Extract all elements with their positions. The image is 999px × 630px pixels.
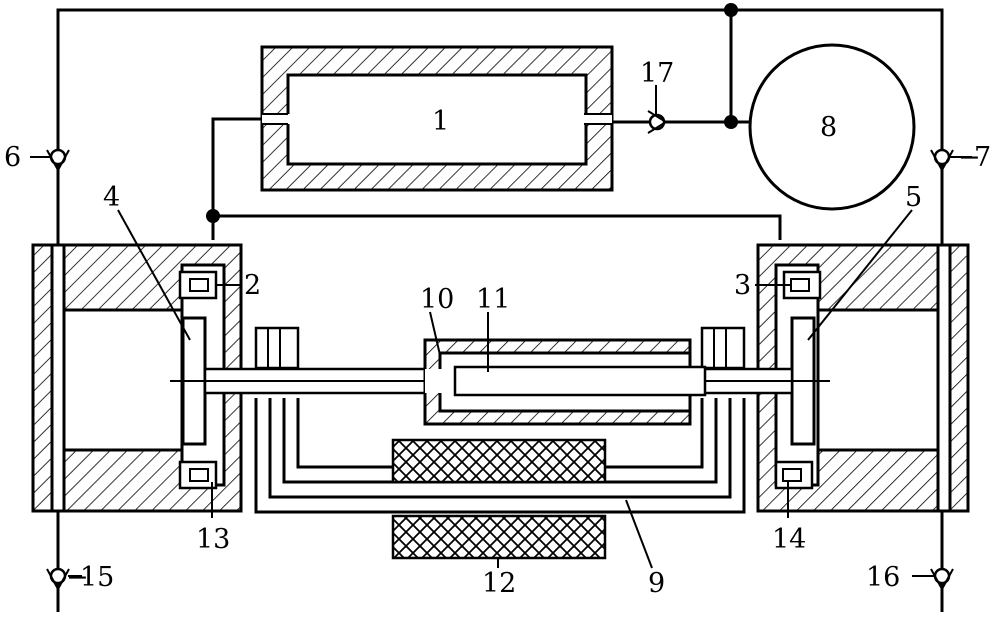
label-2: 2	[244, 270, 261, 301]
label-16: 16	[866, 562, 900, 593]
label-15-dash: −	[66, 562, 89, 593]
coil-12-bottom	[391, 514, 607, 560]
label-15: 15	[80, 562, 114, 593]
label-4: 4	[103, 182, 120, 213]
label-10: 10	[420, 284, 454, 315]
frame-9	[254, 326, 746, 514]
junction-dot	[724, 3, 738, 17]
label-17: 17	[640, 58, 674, 89]
label-3: 3	[734, 270, 751, 301]
label-8: 8	[820, 112, 837, 143]
valve-16	[930, 567, 954, 592]
plunger-11	[453, 365, 707, 397]
leader-lines	[30, 85, 972, 577]
junction-dot	[724, 115, 738, 129]
tank-1	[260, 45, 614, 192]
coil-12-top	[391, 438, 607, 484]
label-7: 7	[974, 142, 991, 173]
valve-17	[647, 110, 668, 134]
label-14: 14	[772, 524, 806, 555]
valve-7	[930, 148, 954, 173]
label-9: 9	[648, 568, 665, 599]
label-12: 12	[482, 568, 516, 599]
valve-6	[46, 148, 70, 173]
valve-15	[46, 567, 70, 592]
label-13: 13	[196, 524, 230, 555]
sphere-8	[748, 43, 916, 211]
label-1: 1	[432, 106, 449, 137]
label-6: 6	[4, 142, 21, 173]
label-7-dash: −	[958, 142, 981, 173]
label-11: 11	[476, 284, 510, 315]
junction-dot	[206, 209, 220, 223]
label-5: 5	[905, 182, 922, 213]
